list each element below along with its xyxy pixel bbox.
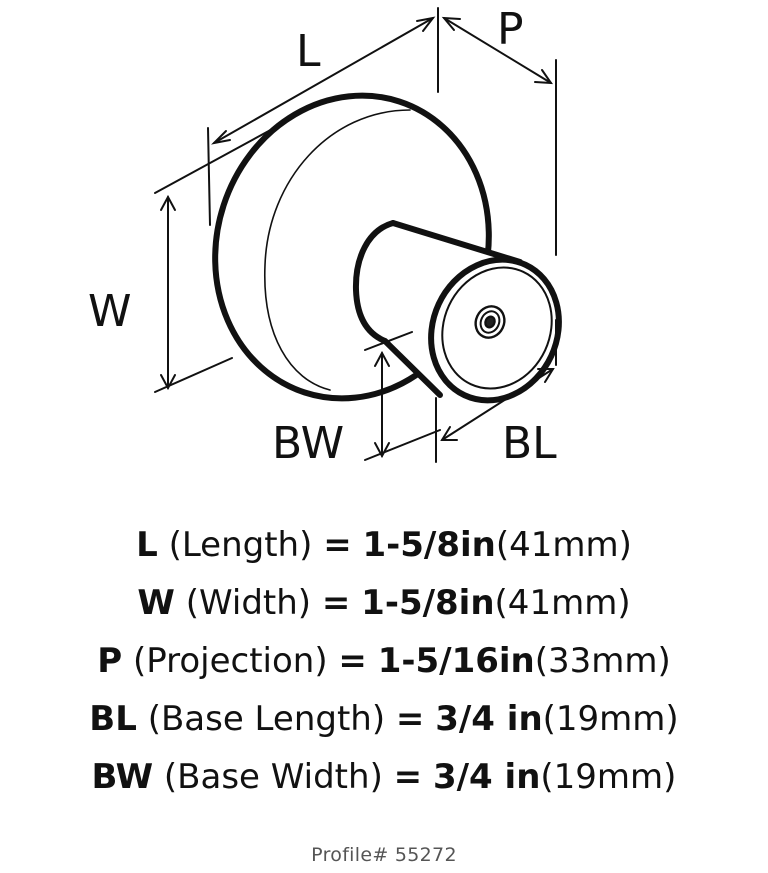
knob-head-inner-rim <box>264 109 411 391</box>
dim-arrow-BL-right <box>537 368 555 383</box>
knob-drawing <box>212 92 562 404</box>
knob-stem-end-chamfer <box>441 266 553 390</box>
spec-metric: (19mm) <box>542 699 679 739</box>
spec-code: P <box>97 641 123 681</box>
dim-line-L <box>213 17 434 144</box>
label-BW: BW <box>272 418 344 469</box>
screw-hole-inner <box>479 310 501 334</box>
label-BL: BL <box>502 418 557 469</box>
spec-name: (Base Width) <box>163 757 383 797</box>
spec-line-base-width: BW (Base Width) = 3/4 in(19mm) <box>0 748 768 806</box>
spec-line-projection: P (Projection) = 1-5/16in(33mm) <box>0 632 768 690</box>
knob-dimension-diagram: L P W BW BL <box>88 4 562 469</box>
label-W: W <box>88 286 132 337</box>
label-L: L <box>296 26 321 77</box>
ext-line-w-top <box>154 126 277 194</box>
dim-arrow-P-left <box>441 16 461 31</box>
dim-arrow-P-right <box>534 69 553 85</box>
spec-name: (Length) <box>168 525 313 565</box>
ext-line-left-top <box>207 127 211 226</box>
dim-arrow-W-bottom <box>160 374 176 391</box>
knob-stem-left-edge <box>352 220 396 344</box>
spec-equals: = <box>395 699 425 739</box>
dim-arrow-L-left <box>211 130 231 145</box>
spec-imperial: 1-5/16in <box>377 641 535 681</box>
spec-imperial: 3/4 in <box>432 757 541 797</box>
dim-arrow-BL-left <box>440 426 458 441</box>
spec-code: BW <box>91 757 154 797</box>
spec-name: (Projection) <box>132 641 328 681</box>
dim-arrow-BW-top <box>374 350 390 367</box>
spec-metric: (41mm) <box>494 583 631 623</box>
dim-line-BL <box>441 368 554 441</box>
dim-arrow-BW-bottom <box>374 442 390 459</box>
dim-arrow-W-top <box>160 194 176 211</box>
label-P: P <box>497 4 524 55</box>
ext-line-bw-bottom <box>364 429 441 461</box>
spec-name: (Base Length) <box>147 699 386 739</box>
knob-stem-bottom-edge <box>382 338 443 398</box>
spec-code: L <box>136 525 158 565</box>
spec-code: BL <box>89 699 137 739</box>
dim-line-P <box>443 17 552 84</box>
spec-code: W <box>137 583 175 623</box>
knob-stem-top-edge <box>390 220 523 265</box>
spec-line-width: W (Width) = 1-5/8in(41mm) <box>0 574 768 632</box>
spec-metric: (33mm) <box>534 641 671 681</box>
spec-imperial: 1-5/8in <box>361 583 495 623</box>
spec-line-length: L (Length) = 1-5/8in(41mm) <box>0 516 768 574</box>
spec-metric: (19mm) <box>540 757 677 797</box>
spec-equals: = <box>323 525 352 565</box>
spec-name: (Width) <box>185 583 312 623</box>
dimension-lines <box>154 7 557 463</box>
dimension-spec-list: L (Length) = 1-5/8in(41mm) W (Width) = 1… <box>0 516 768 806</box>
spec-equals: = <box>338 641 367 681</box>
profile-number: Profile# 55272 <box>311 844 457 866</box>
spec-equals: = <box>321 583 351 623</box>
spec-equals: = <box>393 757 423 797</box>
screw-hole-core <box>484 315 496 329</box>
spec-imperial: 1-5/8in <box>362 525 496 565</box>
spec-imperial: 3/4 in <box>435 699 543 739</box>
ext-line-bw-top <box>364 331 413 351</box>
spec-line-base-length: BL (Base Length) = 3/4 in(19mm) <box>0 690 768 748</box>
spec-metric: (41mm) <box>495 525 632 565</box>
dim-arrow-L-right <box>416 16 436 32</box>
